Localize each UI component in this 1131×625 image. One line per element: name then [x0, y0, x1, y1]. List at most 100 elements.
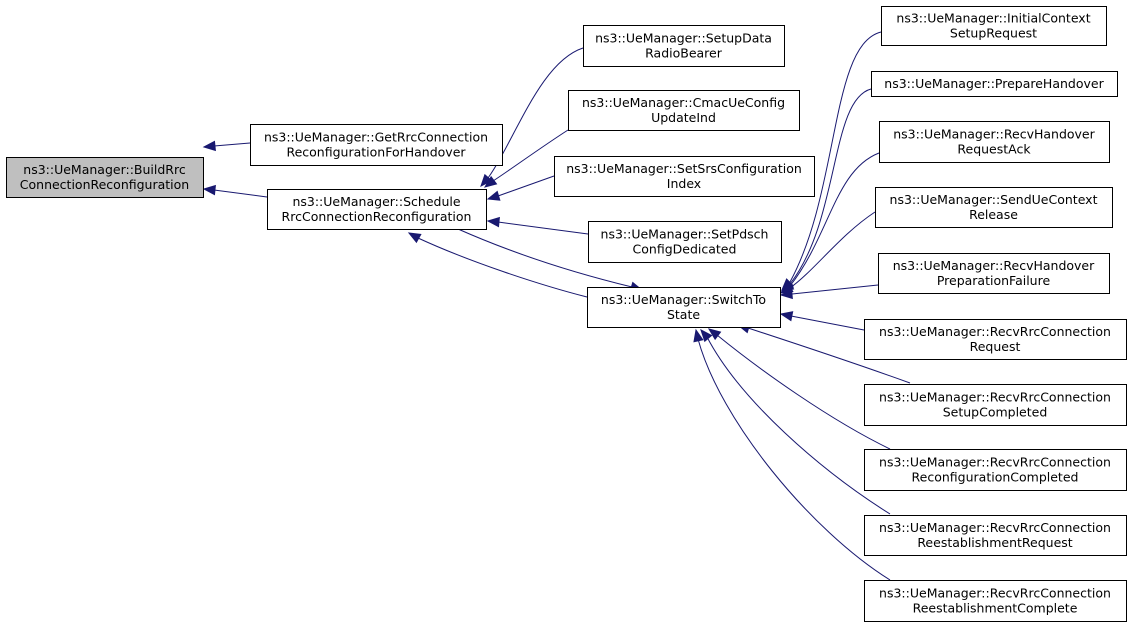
edges-layer — [202, 31, 911, 581]
edge-setpdsch-to-sched — [497, 221, 589, 235]
arrowhead-rrcreconf-to-switch — [707, 328, 722, 341]
arrowhead-cmac-to-sched — [483, 175, 498, 188]
node-label-getrrc-1: ReconfigurationForHandover — [286, 145, 466, 160]
edge-sched-to-build — [213, 189, 268, 198]
node-label-recvhpf-1: PreparationFailure — [937, 273, 1051, 288]
edge-switch-to-sched — [417, 237, 588, 298]
node-rrcreestcomp[interactable]: ns3::UeManager::RecvRrcConnectionReestab… — [864, 580, 1127, 622]
node-label-rrcreconf-0: ns3::UeManager::RecvRrcConnection — [879, 455, 1111, 470]
node-label-recvhack-0: ns3::UeManager::RecvHandover — [893, 127, 1095, 142]
node-label-prephov-0: ns3::UeManager::PrepareHandover — [884, 76, 1104, 91]
node-label-build-1: ConnectionReconfiguration — [20, 177, 189, 192]
node-box-getrrc[interactable] — [250, 124, 503, 166]
node-label-rrcreestcomp-0: ns3::UeManager::RecvRrcConnection — [879, 586, 1111, 601]
node-label-senduec-1: Release — [969, 207, 1018, 222]
node-box-recvhpf[interactable] — [878, 253, 1110, 294]
nodes-layer: ns3::UeManager::BuildRrcConnectionReconf… — [6, 6, 1127, 622]
arrowhead-setpdsch-to-sched — [486, 216, 500, 228]
node-label-senduec-0: ns3::UeManager::SendUeContext — [890, 192, 1098, 207]
arrowhead-setsrs-to-sched — [486, 190, 501, 201]
arrowhead-recvhpf-to-switch — [779, 288, 793, 300]
edge-rrcreestreq-to-switch — [706, 336, 891, 515]
node-prephov[interactable]: ns3::UeManager::PrepareHandover — [871, 71, 1118, 97]
node-label-switch-1: State — [667, 307, 700, 322]
node-box-rrcreconf[interactable] — [864, 449, 1127, 491]
arrowhead-getrrc-to-build — [202, 140, 216, 152]
node-label-setupdrb-0: ns3::UeManager::SetupData — [595, 31, 772, 46]
node-label-setpdsch-1: ConfigDedicated — [633, 242, 737, 257]
edge-setsrs-to-sched — [497, 175, 555, 197]
node-label-setsrs-1: Index — [667, 176, 701, 191]
node-box-sched[interactable] — [267, 189, 487, 230]
node-box-rrcreestcomp[interactable] — [864, 580, 1127, 622]
node-label-rrcreq-1: Request — [970, 339, 1021, 354]
edge-initctx-to-switch — [789, 31, 882, 283]
node-label-getrrc-0: ns3::UeManager::GetRrcConnection — [264, 130, 488, 145]
node-label-rrcsetup-0: ns3::UeManager::RecvRrcConnection — [879, 390, 1111, 405]
node-box-setsrs[interactable] — [554, 156, 815, 197]
node-box-switch[interactable] — [587, 287, 781, 328]
node-box-rrcsetup[interactable] — [864, 384, 1127, 426]
arrowhead-rrcreestreq-to-switch — [700, 328, 713, 343]
edge-getrrc-to-build — [213, 142, 251, 147]
node-label-recvhack-1: RequestAck — [957, 142, 1031, 157]
node-label-cmac-0: ns3::UeManager::CmacUeConfig — [582, 95, 785, 110]
node-label-recvhpf-0: ns3::UeManager::RecvHandover — [893, 258, 1095, 273]
node-box-rrcreestreq[interactable] — [864, 515, 1127, 556]
node-label-initctx-1: SetupRequest — [950, 26, 1037, 41]
node-label-sched-1: RrcConnectionReconfiguration — [282, 209, 472, 224]
edge-recvhack-to-switch — [789, 152, 880, 287]
node-label-sched-0: ns3::UeManager::Schedule — [292, 194, 460, 209]
node-label-rrcreestreq-0: ns3::UeManager::RecvRrcConnection — [879, 520, 1111, 535]
node-box-senduec[interactable] — [875, 187, 1113, 228]
edge-cmac-to-sched — [492, 129, 569, 182]
node-label-setpdsch-0: ns3::UeManager::SetPdsch — [601, 227, 769, 242]
node-label-rrcreestreq-1: ReestablishmentRequest — [917, 535, 1072, 550]
arrowhead-rrcreq-to-switch — [779, 311, 794, 322]
node-box-rrcreq[interactable] — [864, 319, 1127, 360]
node-box-recvhack[interactable] — [879, 121, 1110, 163]
arrowhead-sched-to-build — [202, 184, 216, 196]
node-label-initctx-0: ns3::UeManager::InitialContext — [896, 11, 1090, 26]
edge-sched-to-switch — [457, 228, 633, 288]
node-label-setupdrb-1: RadioBearer — [645, 46, 723, 61]
node-label-cmac-1: UpdateInd — [651, 110, 716, 125]
node-box-prephov[interactable] — [871, 71, 1118, 97]
node-sched[interactable]: ns3::UeManager::ScheduleRrcConnectionRec… — [267, 189, 487, 230]
node-rrcreconf[interactable]: ns3::UeManager::RecvRrcConnectionReconfi… — [864, 449, 1127, 491]
node-label-rrcreestcomp-1: ReestablishmentComplete — [913, 601, 1078, 616]
edge-senduec-to-switch — [789, 211, 876, 289]
node-rrcreestreq[interactable]: ns3::UeManager::RecvRrcConnectionReestab… — [864, 515, 1127, 556]
edge-recvhpf-to-switch — [791, 284, 879, 295]
node-label-setsrs-0: ns3::UeManager::SetSrsConfiguration — [566, 161, 802, 176]
node-label-rrcreq-0: ns3::UeManager::RecvRrcConnection — [879, 324, 1111, 339]
node-box-cmac[interactable] — [568, 90, 800, 131]
edge-rrcreconf-to-switch — [716, 334, 891, 450]
node-label-build-0: ns3::UeManager::BuildRrc — [23, 162, 186, 177]
node-box-setpdsch[interactable] — [588, 221, 782, 263]
arrowhead-setupdrb-to-sched — [480, 173, 493, 187]
node-initctx[interactable]: ns3::UeManager::InitialContextSetupReque… — [881, 6, 1107, 46]
node-build[interactable]: ns3::UeManager::BuildRrcConnectionReconf… — [6, 157, 204, 198]
arrowhead-rrcreestcomp-to-switch — [693, 328, 704, 343]
node-label-switch-0: ns3::UeManager::SwitchTo — [601, 292, 766, 307]
edge-rrcsetup-to-switch — [747, 327, 911, 384]
node-box-setupdrb[interactable] — [583, 25, 785, 67]
node-label-rrcsetup-1: SetupCompleted — [943, 405, 1048, 420]
arrowhead-switch-to-sched — [407, 232, 422, 244]
node-recvhpf[interactable]: ns3::UeManager::RecvHandoverPreparationF… — [878, 253, 1110, 294]
node-rrcsetup[interactable]: ns3::UeManager::RecvRrcConnectionSetupCo… — [864, 384, 1127, 426]
node-getrrc[interactable]: ns3::UeManager::GetRrcConnectionReconfig… — [250, 124, 503, 166]
node-label-rrcreconf-1: ReconfigurationCompleted — [912, 470, 1079, 485]
node-box-build[interactable] — [6, 157, 204, 198]
node-box-initctx[interactable] — [881, 6, 1107, 46]
